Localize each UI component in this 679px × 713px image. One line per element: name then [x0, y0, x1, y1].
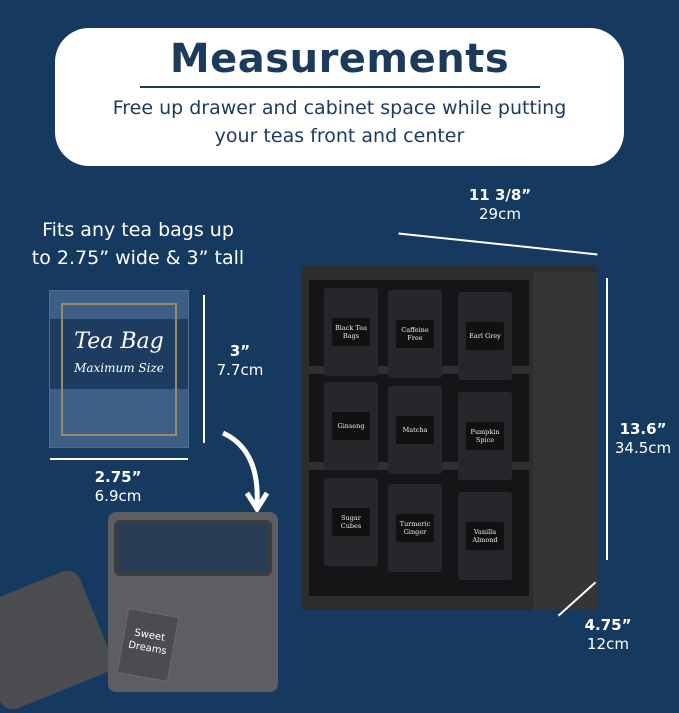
tin-label: Black Tea Bags: [332, 318, 370, 346]
divider: [139, 86, 540, 88]
tea-bag-subtitle: Maximum Size: [74, 361, 164, 375]
tin-label: Pumpkin Spice: [466, 422, 504, 450]
page-title: Measurements: [169, 36, 510, 82]
height-arrow-icon: [203, 295, 205, 443]
cabinet-height-arrow-icon: [606, 278, 608, 560]
tea-bags-inside: [114, 520, 272, 576]
fits-text: Fits any tea bags up to 2.75” wide & 3” …: [18, 216, 258, 272]
fits-line2: to 2.75” wide & 3” tall: [31, 247, 245, 269]
tin-lid: [0, 566, 117, 713]
cabinet-depth-label: 4.75”12cm: [584, 616, 632, 653]
cabinet-width-arrow-icon: [398, 232, 598, 256]
tin-label: Earl Grey: [466, 322, 504, 350]
tin-label: Turmeric Ginger: [396, 514, 434, 542]
tin-label: Matcha: [396, 416, 434, 444]
tea-bag-title: Tea Bag: [74, 329, 164, 354]
single-tin: Sweet Dreams: [108, 512, 278, 692]
cabinet-width-label: 11 3/8”29cm: [468, 186, 532, 223]
tea-cabinet: ALLSPICE Black Tea Bags Caffeine Free Ea…: [301, 266, 597, 610]
fits-line1: Fits any tea bags up: [42, 219, 234, 241]
subtitle-line2: your teas front and center: [214, 125, 465, 147]
tin-label: Sweet Dreams: [116, 607, 180, 683]
tin-label: Ginseng: [332, 412, 370, 440]
tin-label: Caffeine Free: [396, 320, 434, 348]
bag-width-label: 2.75”6.9cm: [94, 468, 142, 505]
tin-label: Vanilla Almond: [466, 522, 504, 550]
cabinet-height-label: 13.6”34.5cm: [614, 420, 672, 457]
curved-arrow-icon: [221, 430, 270, 514]
header-card: Measurements Free up drawer and cabinet …: [55, 28, 624, 166]
tin-label: Sugar Cubes: [332, 508, 370, 536]
subtitle-line1: Free up drawer and cabinet space while p…: [112, 97, 567, 119]
width-arrow-icon: [50, 458, 188, 460]
bag-height-label: 3”7.7cm: [216, 342, 264, 379]
tea-bag-illustration: Tea Bag Maximum Size: [49, 290, 189, 448]
